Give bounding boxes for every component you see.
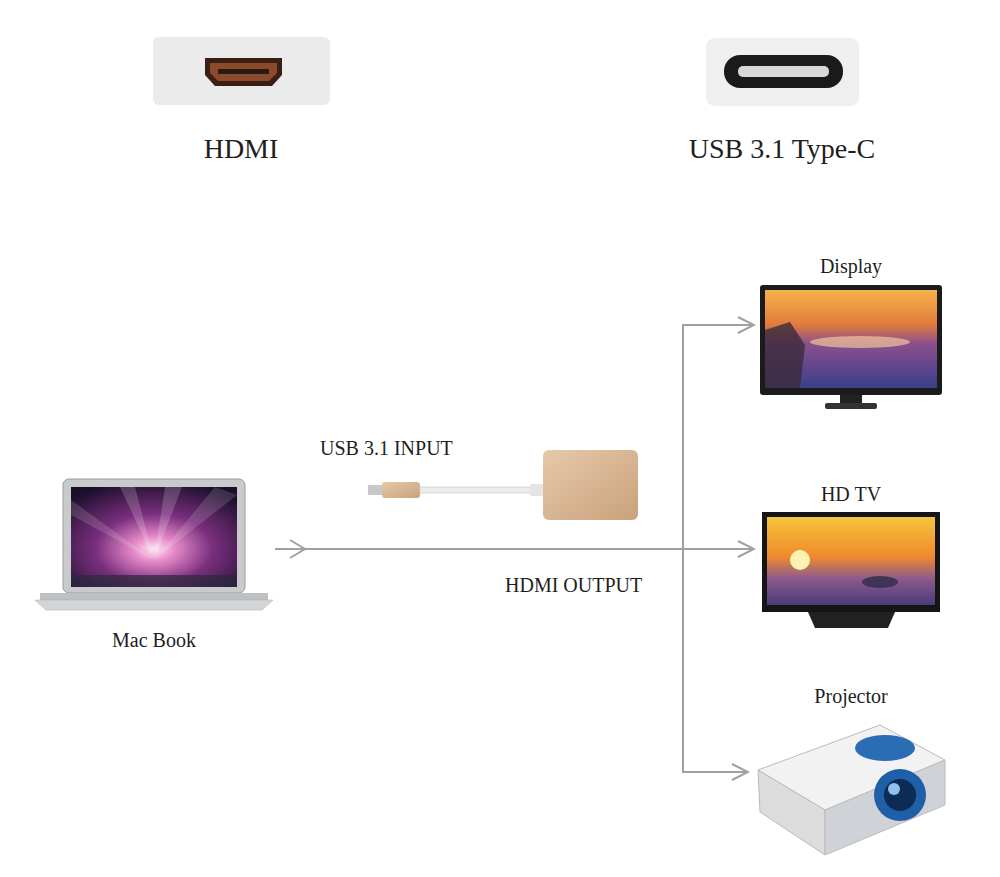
port-icon: HDMI <box>153 37 330 166</box>
picture-area <box>752 714 950 864</box>
tv-picture <box>762 512 940 628</box>
node-label: Mac Book <box>112 628 196 652</box>
usb-c-port-icon <box>705 37 860 107</box>
port-label: USB 3.1 INPUT <box>320 436 453 460</box>
signal-connector <box>275 325 754 549</box>
hdmi-port-icon <box>153 37 330 105</box>
node-label: HD TV <box>821 482 881 506</box>
device-display: Display <box>758 254 944 412</box>
display-picture <box>760 285 942 409</box>
node-label: HDMI <box>204 132 279 166</box>
adapter-picture <box>368 450 638 520</box>
picture-area <box>153 37 330 105</box>
device-projector: Projector <box>752 684 950 864</box>
node-label: USB 3.1 Type-C <box>689 132 876 166</box>
picture-area <box>758 512 944 630</box>
signal-connector <box>275 549 748 772</box>
device-tv: HD TV <box>758 482 944 630</box>
port-icon: USB 3.1 Type-C <box>689 37 876 166</box>
port-label: HDMI OUTPUT <box>505 573 642 597</box>
node-label: Display <box>820 254 882 278</box>
projector-picture <box>758 725 945 855</box>
picture-area <box>35 478 273 612</box>
laptop-picture <box>35 479 273 610</box>
picture-area <box>758 284 944 412</box>
device-laptop: Mac Book <box>35 478 273 652</box>
node-label: Projector <box>814 684 887 708</box>
picture-area <box>704 37 859 107</box>
